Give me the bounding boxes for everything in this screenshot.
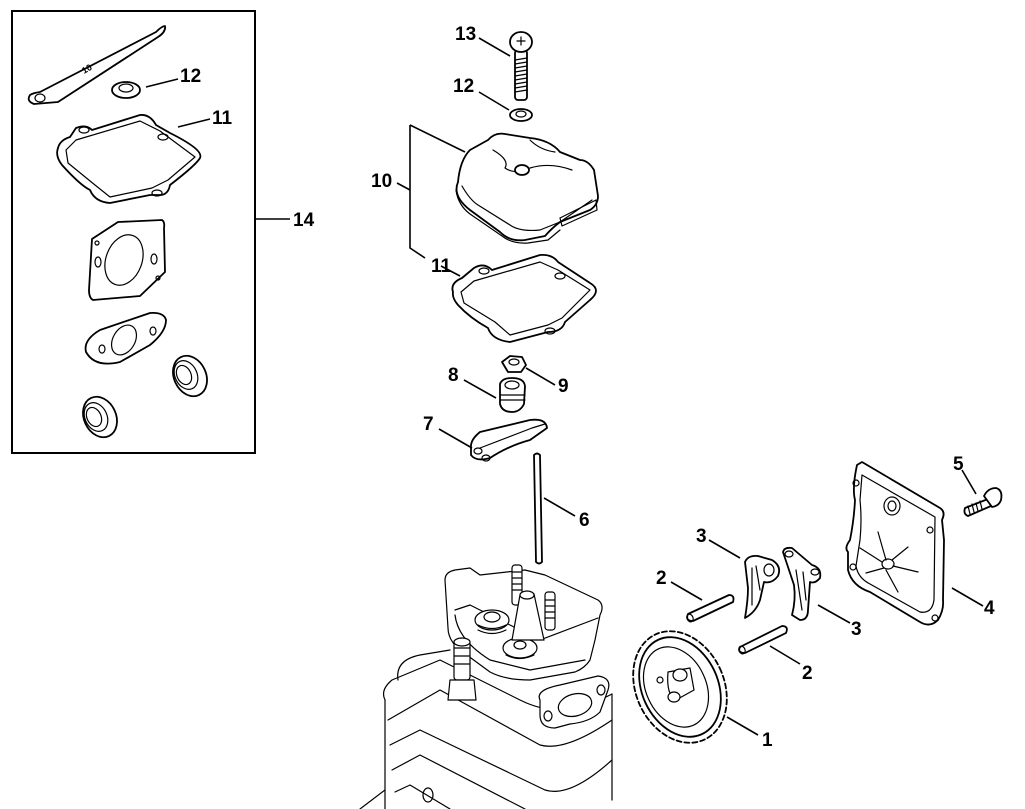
gauge-strip[interactable]: 10 <box>27 25 167 105</box>
callout-3-lower[interactable]: 3 <box>851 619 862 640</box>
kit-carburetor-gasket[interactable] <box>88 219 166 301</box>
callout-12-kit[interactable]: 12 <box>180 66 201 87</box>
cylinder-head-assembly <box>359 564 613 809</box>
kit-box-frame <box>11 10 256 454</box>
callout-2-lower[interactable]: 2 <box>802 663 813 684</box>
callout-6[interactable]: 6 <box>579 510 590 531</box>
leader-10 <box>409 124 466 153</box>
leader-1 <box>726 716 759 736</box>
callout-11-kit[interactable]: 11 <box>212 108 233 129</box>
part-screw-13[interactable] <box>509 31 533 101</box>
callout-13[interactable]: 13 <box>455 24 476 45</box>
part-rocker-cover-gasket-11[interactable] <box>451 253 597 343</box>
leader-7 <box>438 428 473 449</box>
leader-13 <box>478 37 511 57</box>
part-screw-5[interactable] <box>963 487 1003 517</box>
part-cam-follower-3-upper[interactable] <box>744 554 781 619</box>
spark-plug <box>447 637 477 701</box>
gauge-marking: 10 <box>80 62 94 76</box>
callout-3-upper[interactable]: 3 <box>696 526 707 547</box>
callout-7[interactable]: 7 <box>423 414 434 435</box>
part-pin-2-upper[interactable] <box>686 594 735 623</box>
part-camshaft-gear-1[interactable] <box>616 616 745 758</box>
callout-9[interactable]: 9 <box>558 376 569 397</box>
leader-9 <box>525 367 556 386</box>
leader-5 <box>961 469 977 495</box>
leader-11 <box>440 265 461 277</box>
kit-rocker-cover-gasket[interactable] <box>56 114 202 204</box>
kit-oil-seal-1[interactable] <box>167 350 214 402</box>
leader-2-lower <box>769 645 801 665</box>
leader-6 <box>543 497 576 517</box>
callout-1[interactable]: 1 <box>762 730 773 751</box>
callout-8[interactable]: 8 <box>448 365 459 386</box>
kit-group: 14 10 12 11 <box>11 10 315 454</box>
callout-11[interactable]: 11 <box>431 256 452 277</box>
callout-5[interactable]: 5 <box>953 454 964 475</box>
leader-3-upper <box>708 539 741 559</box>
leader-3-lower <box>817 604 851 624</box>
callout-4[interactable]: 4 <box>984 598 995 619</box>
part-rocker-arm-7[interactable] <box>470 418 548 462</box>
part-push-rod-6[interactable] <box>533 452 543 565</box>
leader-8 <box>463 379 497 399</box>
part-nut-9[interactable] <box>501 355 527 373</box>
leader-2-upper <box>670 581 703 601</box>
part-rocker-cover-10[interactable] <box>455 132 599 244</box>
callout-14[interactable]: 14 <box>293 210 315 231</box>
part-pin-2-lower[interactable] <box>738 625 788 655</box>
part-spring-guide-8[interactable] <box>499 377 526 413</box>
leader-10-stub <box>396 182 411 191</box>
kit-washer[interactable] <box>111 81 141 99</box>
part-washer-12[interactable] <box>509 108 533 122</box>
callout-12[interactable]: 12 <box>453 76 474 97</box>
kit-intake-gasket[interactable] <box>84 311 167 365</box>
leader-12 <box>478 91 510 111</box>
callout-2-upper[interactable]: 2 <box>656 568 667 589</box>
bracket-10-11 <box>409 125 426 259</box>
part-cover-4[interactable] <box>845 461 945 626</box>
kit-11-leader <box>177 118 211 128</box>
part-cam-follower-3-lower[interactable] <box>782 546 822 621</box>
callout-10[interactable]: 10 <box>371 171 392 192</box>
kit-12-leader <box>145 78 179 88</box>
kit-oil-seal-2[interactable] <box>77 391 124 443</box>
leader-4 <box>951 587 984 607</box>
